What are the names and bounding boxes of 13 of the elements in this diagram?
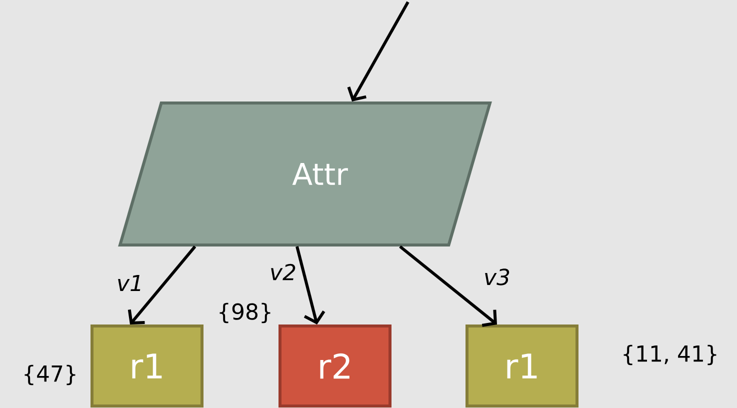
set-label: {11, 41} <box>624 344 716 366</box>
set-label: {47} <box>24 364 76 386</box>
arrow <box>128 246 196 324</box>
arrow <box>399 245 497 327</box>
process-box: r1 <box>90 324 204 408</box>
edge-label: v3 <box>482 268 512 286</box>
process-box: r2 <box>278 324 392 408</box>
process-box: r1 <box>466 324 578 408</box>
arrow <box>296 246 326 324</box>
edge-label: v2 <box>268 262 298 282</box>
arrow <box>347 1 410 102</box>
edge-label: v1 <box>116 274 144 292</box>
set-label: {98} <box>220 302 270 324</box>
